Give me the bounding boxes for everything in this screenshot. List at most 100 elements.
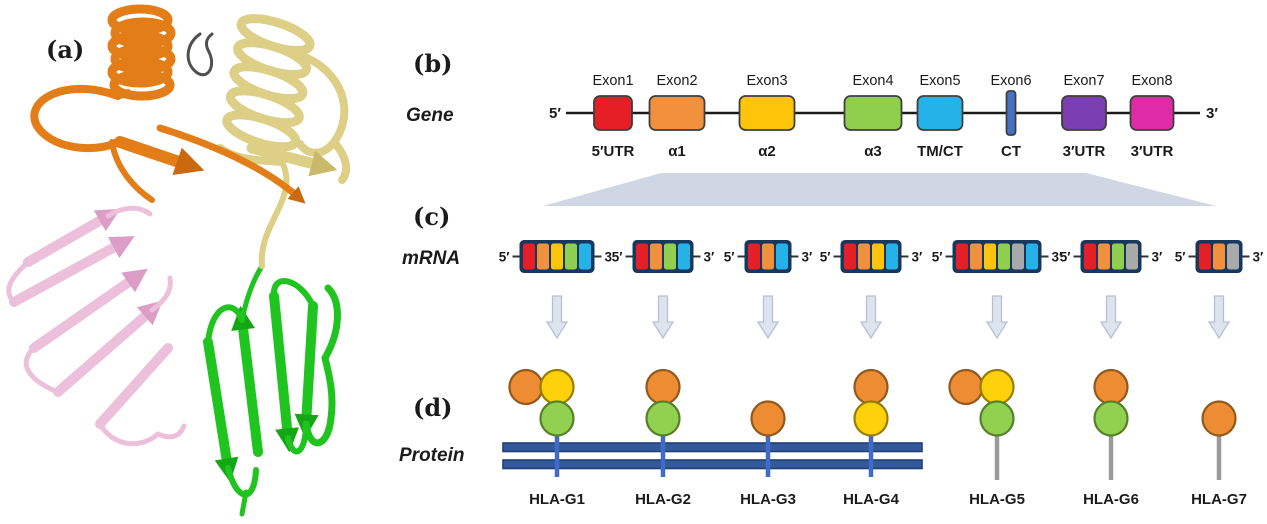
mrna-segment-gray (1126, 243, 1138, 270)
exon-region-label: 5′UTR (592, 143, 635, 160)
exon-name-label: Exon4 (852, 73, 893, 89)
protein-isoform-hla-g5: HLA-G5 (948, 368, 1025, 508)
plasma-membrane-lower (502, 459, 923, 470)
isoform-name-label: HLA-G4 (843, 491, 899, 508)
mrna-segment-orange (537, 243, 549, 270)
protein-domain-orange (853, 368, 889, 406)
mrna-segment-orange (1213, 243, 1225, 270)
mrna-cassette-7: 5′ 3′ (1175, 240, 1264, 273)
down-arrow-icon (985, 295, 1009, 340)
protein-domain-orange (645, 368, 681, 406)
protein-domain-yellow (853, 400, 889, 437)
mrna-segment-green (1112, 243, 1124, 270)
down-arrow-icon (545, 295, 569, 340)
mrna-segment-orange (762, 243, 774, 270)
mrna-3prime-label: 3′ (1052, 250, 1063, 265)
mrna-cassette-3: 5′ 3′ (724, 240, 813, 273)
mrna-3prime-label: 3′ (605, 250, 616, 265)
exon-name-label: Exon5 (919, 73, 960, 89)
exon-name-label: Exon3 (746, 73, 787, 89)
mrna-cassette-5: 5′ 3′ (932, 240, 1063, 273)
protein-isoform-hla-g4: HLA-G4 (843, 368, 900, 508)
exon-region-label: α3 (864, 143, 882, 160)
mrna-cassette-2: 5′ 3′ (612, 240, 715, 273)
exon-name-label: Exon7 (1063, 73, 1104, 89)
mrna-segment-cyan (579, 243, 591, 270)
peptide-loop (186, 32, 214, 77)
splicing-funnel-shape (543, 173, 1216, 206)
protein-domain-green (1093, 400, 1129, 437)
mrna-segment-red (844, 243, 856, 270)
mrna-3prime-label: 3′ (704, 250, 715, 265)
mrna-5prime-label: 5′ (1060, 250, 1071, 265)
protein-domain-orange (1201, 400, 1237, 437)
exon-box-2 (648, 95, 706, 131)
mrna-3prime-label: 3′ (1253, 250, 1264, 265)
protein-row-label: Protein (399, 445, 464, 466)
exon-region-label: α1 (668, 143, 686, 160)
exon-box-4 (843, 95, 903, 131)
mrna-segment-red (956, 243, 968, 270)
mrna-segment-green (565, 243, 577, 270)
exon-name-label: Exon2 (656, 73, 697, 89)
panel-b-letter: (b) (413, 49, 453, 78)
protein-isoform-hla-g7: HLA-G7 (1191, 400, 1247, 508)
mrna-5prime-label: 5′ (612, 250, 623, 265)
exon-name-label: Exon8 (1131, 73, 1172, 89)
mrna-segment-orange (1098, 243, 1110, 270)
panel-a-letter: (a) (46, 35, 84, 64)
protein-ribbon-structure: (a) (6, 4, 351, 517)
mrna-segment-red (636, 243, 648, 270)
mrna-row-label: mRNA (402, 248, 460, 269)
panel-d-letter: (d) (413, 393, 453, 422)
pink-beta-domain (6, 205, 187, 447)
down-arrow-icon (1207, 295, 1231, 340)
isoform-name-label: HLA-G1 (529, 491, 585, 508)
protein-domain-orange (1093, 368, 1129, 406)
gene-exon-map: Exon1 5′UTR Exon2 α1 Exon3 α2 Exon4 α3 Exon5TM/C… (592, 73, 1175, 160)
mrna-segment-gray (1227, 243, 1239, 270)
isoform-name-label: HLA-G3 (740, 491, 796, 508)
yellow-helix-domain (216, 14, 351, 269)
mrna-segment-orange (650, 243, 662, 270)
mrna-5prime-label: 5′ (724, 250, 735, 265)
exon-name-label: Exon6 (990, 73, 1031, 89)
exon-region-label: TM/CT (917, 143, 963, 160)
exon-box-8 (1129, 95, 1175, 131)
exon-region-label: CT (1001, 143, 1021, 160)
exon-region-label: α2 (758, 143, 776, 160)
mrna-segment-red (523, 243, 535, 270)
mrna-segment-red (1084, 243, 1096, 270)
protein-domain-green (645, 400, 681, 437)
exon-box-5 (916, 95, 964, 131)
down-arrow-icon (756, 295, 780, 340)
mrna-5prime-label: 5′ (1175, 250, 1186, 265)
mrna-segment-orange (858, 243, 870, 270)
exon-box-7 (1061, 95, 1107, 131)
exon-box-1 (593, 95, 633, 131)
mrna-segment-orange (970, 243, 982, 270)
mrna-segment-red (1199, 243, 1211, 270)
mrna-5prime-label: 5′ (932, 250, 943, 265)
mrna-3prime-label: 3′ (802, 250, 813, 265)
mrna-5prime-label: 5′ (499, 250, 510, 265)
protein-domain-yellow (539, 368, 575, 406)
protein-domain-orange (508, 368, 544, 406)
exon-region-label: 3′UTR (1063, 143, 1106, 160)
down-arrow-icon (859, 295, 883, 340)
mrna-segment-yellow (984, 243, 996, 270)
mrna-5prime-label: 5′ (820, 250, 831, 265)
protein-domain-orange (750, 400, 786, 437)
panel-c-letter: (c) (413, 202, 450, 231)
protein-isoform-hla-g3: HLA-G3 (740, 400, 796, 508)
exon-box-3 (738, 95, 796, 131)
protein-domain-green (979, 400, 1015, 437)
exon-name-label: Exon1 (592, 73, 633, 89)
protein-isoform-hla-g6: HLA-G6 (1083, 368, 1139, 508)
orange-helix-domain (30, 4, 306, 204)
down-arrow-icon (651, 295, 675, 340)
protein-domain-orange (948, 368, 984, 406)
gene-3prime-label: 3′ (1206, 105, 1218, 122)
